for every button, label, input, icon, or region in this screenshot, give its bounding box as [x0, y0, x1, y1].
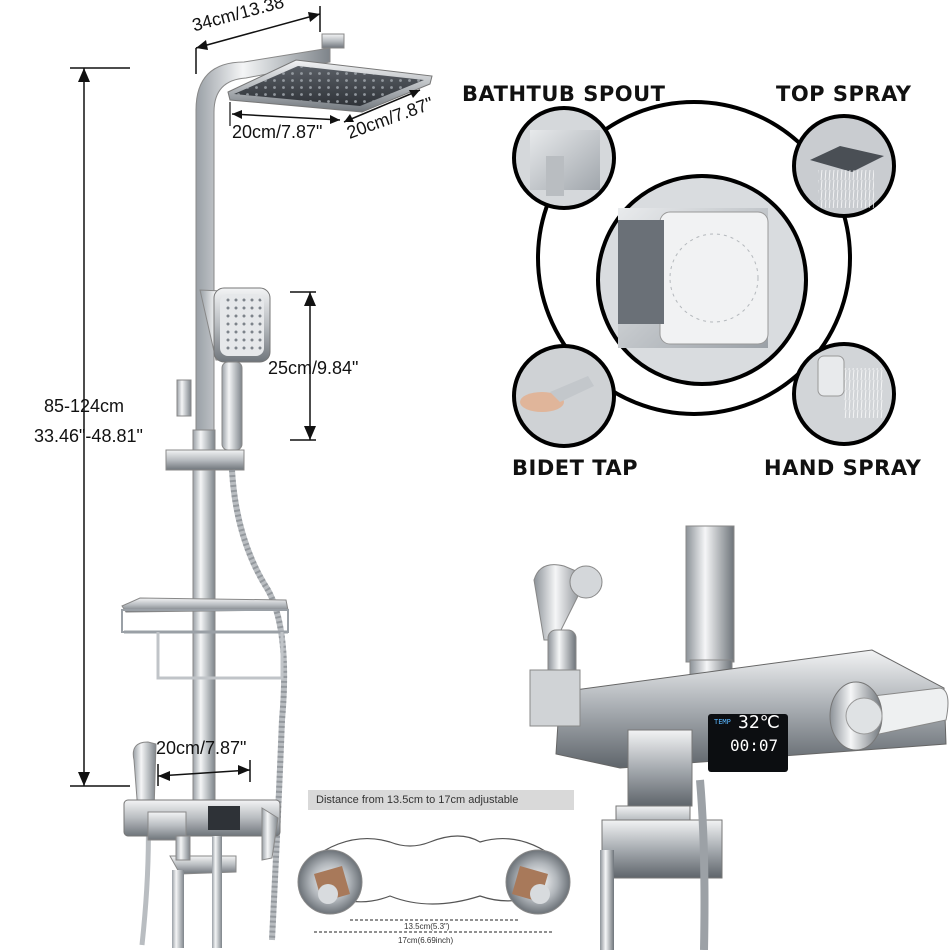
max-distance-label: 17cm(6.69inch) — [398, 936, 454, 945]
connector-diagram — [290, 820, 580, 950]
min-distance-label: 13.5cm(5.3") — [404, 922, 450, 931]
spout-length-label: 20cm/7.87" — [156, 738, 247, 758]
callout-hand-spray: HAND SPRAY — [764, 456, 922, 480]
lcd-time: 00:07 — [730, 736, 779, 755]
feature-callout-graphic — [500, 100, 950, 460]
callout-bidet-tap: BIDET TAP — [512, 456, 639, 480]
rain-depth-left-label: 20cm/7.87" — [232, 122, 323, 142]
height-range-in-label: 33.46"-48.81" — [34, 426, 143, 446]
slide-range-label: 25cm/9.84" — [268, 358, 359, 378]
lcd-temp-label: TEMP — [714, 718, 731, 726]
shower-set-illustration — [0, 0, 460, 950]
connector-banner: Distance from 13.5cm to 17cm adjustable — [308, 790, 574, 810]
height-range-cm-label: 85-124cm — [44, 396, 125, 416]
callout-bathtub-spout: BATHTUB SPOUT — [462, 82, 666, 106]
valve-closeup — [500, 520, 950, 950]
callout-top-spray: TOP SPRAY — [776, 82, 912, 106]
lcd-temperature: 32℃ — [738, 712, 780, 733]
